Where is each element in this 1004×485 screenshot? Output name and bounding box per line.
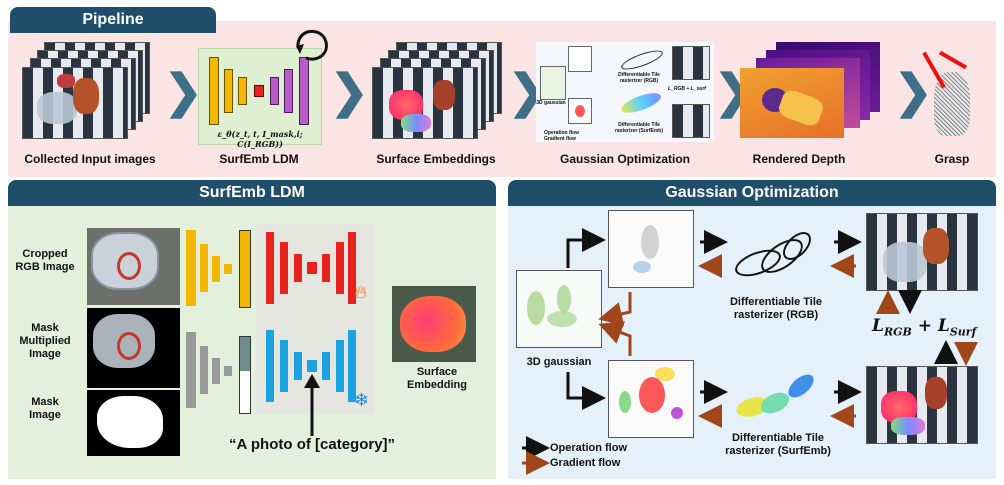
caption-gaussian-optimization: Gaussian Optimization — [559, 152, 691, 166]
mini-rasterizer-surf-label: Differentiable Tile rasterizer (SurfEmb) — [614, 122, 664, 134]
mini-legend-op: Operation flow — [544, 130, 579, 136]
gaussian-title: Gaussian Optimization — [508, 180, 996, 206]
ldm-title: SurfEmb LDM — [8, 180, 496, 206]
mini-3d-gaussian-label: 3D gaussian — [536, 100, 566, 106]
label-surface-embedding: Surface Embedding — [407, 366, 467, 391]
snowflake-icon: ❄ — [354, 390, 370, 410]
cropped-rgb-image — [87, 228, 180, 305]
text-prompt: “A photo of [category]” — [228, 436, 396, 453]
label-mask: Mask Image — [29, 396, 61, 421]
loss-formula: LRGB + LSurf — [872, 316, 977, 339]
caption-rendered-depth: Rendered Depth — [752, 152, 846, 166]
rendered-surfemb-image — [866, 366, 978, 444]
ldm-formula: ε_θ(z_t, t, I_mask,i; C(I_RGB)) — [217, 129, 303, 149]
label-3d-gaussian: 3D gaussian — [526, 356, 592, 368]
chevron-right-icon: ❯ — [894, 65, 933, 117]
caption-collected-input: Collected Input images — [24, 152, 156, 166]
caption-grasp: Grasp — [934, 152, 970, 166]
pipeline-title: Pipeline — [10, 7, 216, 33]
label-cropped-rgb: Cropped RGB Image — [15, 248, 75, 273]
rgb-rasterizer-glyph — [730, 226, 826, 288]
surfemb-rasterizer-glyph — [730, 370, 826, 426]
gaussian-mini-box: 3D gaussian Differentiable Tile rasteriz… — [536, 42, 714, 142]
mini-legend-grad: Gradient flow — [544, 136, 576, 142]
mini-loss-label: L_RGB + L_surf — [668, 86, 706, 92]
surface-embedding-output — [392, 286, 476, 362]
gaussian-cube-3d — [516, 270, 602, 348]
legend-operation-flow: Operation flow — [550, 442, 627, 454]
mini-rasterizer-rgb-label: Differentiable Tile rasterizer (RGB) — [618, 72, 660, 84]
ldm-mini-box: ε_θ(z_t, t, I_mask,i; C(I_RGB)) — [198, 48, 322, 149]
caption-surfemb-ldm: SurfEmb LDM — [219, 152, 299, 166]
chevron-right-icon: ❯ — [164, 65, 203, 117]
legend-gradient-flow: Gradient flow — [550, 457, 621, 469]
mask-multiplied-image — [87, 308, 180, 388]
label-rasterizer-surfemb: Differentiable Tile rasterizer (SurfEmb) — [725, 432, 831, 457]
caption-surface-embeddings: Surface Embeddings — [376, 152, 496, 166]
chevron-right-icon: ❯ — [330, 65, 369, 117]
label-rasterizer-rgb: Differentiable Tile rasterizer (RGB) — [729, 296, 823, 321]
mask-image — [87, 390, 180, 456]
grasp-point-cloud — [922, 50, 976, 138]
gaussian-cube-surfemb — [608, 360, 694, 438]
rendered-rgb-image — [866, 213, 978, 291]
gaussian-cube-rgb — [608, 210, 694, 288]
fire-icon: 🔥︎ — [354, 282, 368, 302]
label-mask-multiplied: Mask Multiplied Image — [19, 322, 71, 360]
